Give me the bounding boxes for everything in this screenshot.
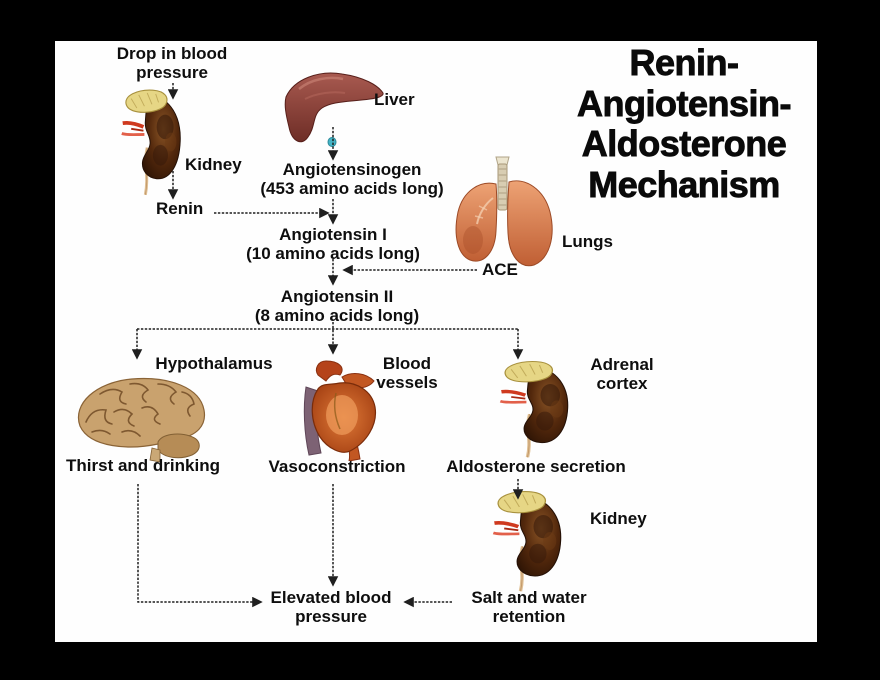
liver-icon xyxy=(281,69,387,151)
label-angiotensin-ii: Angiotensin II (8 amino acids long) xyxy=(254,287,420,326)
label-elevated-blood-pressure: Elevated blood pressure xyxy=(270,588,392,627)
label-ace: ACE xyxy=(482,260,518,279)
adrenal-kidney-icon xyxy=(496,359,572,459)
kidney-icon xyxy=(118,84,184,200)
label-angiotensin-i: Angiotensin I (10 amino acids long) xyxy=(246,225,420,264)
label-blood-vessels: Blood vessels xyxy=(376,354,438,393)
label-salt-and-water-retention: Salt and water retention xyxy=(471,588,587,627)
label-kidney-top: Kidney xyxy=(185,155,242,174)
label-aldosterone-secretion: Aldosterone secretion xyxy=(446,457,626,476)
label-hypothalamus: Hypothalamus xyxy=(155,354,273,373)
brain-icon xyxy=(66,374,213,465)
label-lungs: Lungs xyxy=(562,232,613,251)
label-angiotensinogen: Angiotensinogen (453 amino acids long) xyxy=(260,160,444,199)
label-liver: Liver xyxy=(374,90,415,109)
label-thirst-and-drinking: Thirst and drinking xyxy=(66,456,220,475)
label-adrenal-cortex: Adrenal cortex xyxy=(590,355,654,394)
lungs-icon xyxy=(449,156,556,269)
diagram-title: Renin- Angiotensin- Aldosterone Mechanis… xyxy=(577,42,792,206)
heart-icon xyxy=(290,359,388,461)
label-kidney-bottom: Kidney xyxy=(590,509,647,528)
label-vasoconstriction: Vasoconstriction xyxy=(268,457,406,476)
label-drop-in-blood-pressure: Drop in blood pressure xyxy=(116,44,228,83)
label-renin: Renin xyxy=(156,199,204,218)
kidney-with-adrenal-icon xyxy=(489,489,565,593)
